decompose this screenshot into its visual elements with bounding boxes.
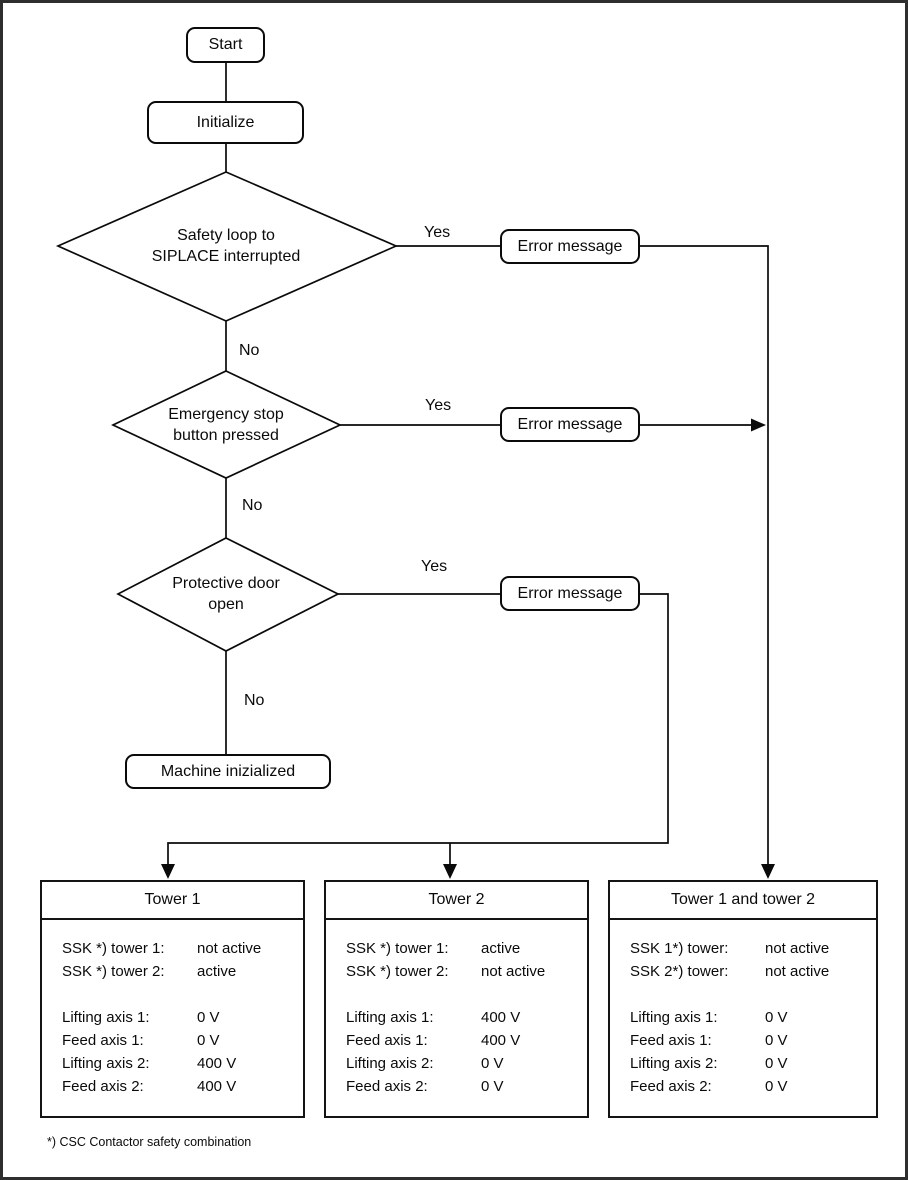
arrowhead-tower3-icon [761, 864, 775, 879]
error-message-node-2: Error message [500, 407, 640, 442]
row-label: SSK *) tower 2: [346, 963, 449, 980]
decision-diamonds [55, 171, 399, 652]
error3-distributor-connector [167, 593, 669, 864]
axis-row: Feed axis 1: 0 V [62, 1029, 295, 1052]
row-value: 400 V [481, 1009, 521, 1026]
axis-row: Lifting axis 1: 0 V [62, 1006, 295, 1029]
row-value: 400 V [197, 1078, 237, 1095]
row-label: Feed axis 2: [630, 1078, 712, 1095]
row-value: not active [197, 940, 262, 957]
decision3-diamond [116, 537, 340, 652]
error-message-node-3: Error message [500, 576, 640, 611]
row-value: not active [765, 940, 830, 957]
arrowheads [161, 418, 775, 879]
row-label: Lifting axis 1: [630, 1009, 718, 1026]
tower3-ssk-group: SSK 1*) tower: not active SSK 2*) tower:… [630, 937, 868, 983]
row-label: Feed axis 1: [346, 1032, 428, 1049]
row-value: 0 V [481, 1078, 504, 1095]
tower1-ssk-group: SSK *) tower 1: not active SSK *) tower … [62, 937, 295, 983]
tower3-axis-group: Lifting axis 1: 0 V Feed axis 1: 0 V Lif… [630, 1006, 868, 1098]
tower2-ssk-group: SSK *) tower 1: active SSK *) tower 2: n… [346, 937, 579, 983]
axis-row: Lifting axis 2: 400 V [62, 1052, 295, 1075]
row-value: active [481, 940, 521, 957]
no-label-1: No [239, 342, 260, 359]
row-value: active [197, 963, 237, 980]
no-label-2: No [242, 497, 263, 514]
flowchart-connectors [55, 63, 775, 879]
tower1-and-tower2-body: SSK 1*) tower: not active SSK 2*) tower:… [610, 920, 876, 1098]
row-value: 0 V [197, 1009, 220, 1026]
row-label: Lifting axis 1: [62, 1009, 150, 1026]
no-label-3: No [244, 692, 265, 709]
decision3-label: Protective door open [172, 575, 280, 613]
yes-label-3: Yes [421, 558, 448, 575]
row-label: SSK *) tower 2: [62, 963, 165, 980]
yes-label-1: Yes [424, 224, 451, 241]
footnote: *) CSC Contactor safety combination [47, 1135, 252, 1149]
initialize-node: Initialize [147, 101, 304, 144]
row-value: not active [765, 963, 830, 980]
axis-row: Feed axis 2: 0 V [630, 1075, 868, 1098]
axis-row: Feed axis 2: 0 V [346, 1075, 579, 1098]
row-value: 0 V [765, 1055, 788, 1072]
row-value: 0 V [765, 1032, 788, 1049]
ssk-row: SSK 1*) tower: not active [630, 937, 868, 960]
row-label: Feed axis 2: [346, 1078, 428, 1095]
row-label: SSK 1*) tower: [630, 940, 729, 957]
row-label: SSK 2*) tower: [630, 963, 729, 980]
error-message-node-1: Error message [500, 229, 640, 264]
error1-rail-connector [640, 245, 769, 864]
tower2-title: Tower 2 [326, 882, 587, 920]
row-value: 0 V [765, 1009, 788, 1026]
row-value: 0 V [481, 1055, 504, 1072]
decision1-diamond [55, 171, 399, 322]
row-value: 0 V [765, 1078, 788, 1095]
connector-lines [167, 63, 769, 864]
decision2-diamond [111, 370, 343, 479]
tower2-body: SSK *) tower 1: active SSK *) tower 2: n… [326, 920, 587, 1098]
row-label: SSK *) tower 1: [62, 940, 165, 957]
arrowhead-into-rail-icon [751, 418, 766, 432]
axis-row: Feed axis 1: 400 V [346, 1029, 579, 1052]
decision2-label: Emergency stop button pressed [168, 406, 284, 444]
ssk-row: SSK *) tower 1: active [346, 937, 579, 960]
yes-label-2: Yes [425, 397, 452, 414]
row-value: 400 V [481, 1032, 521, 1049]
arrowhead-tower1-icon [161, 864, 175, 879]
axis-row: Feed axis 1: 0 V [630, 1029, 868, 1052]
row-label: Lifting axis 2: [62, 1055, 150, 1072]
tower1-and-tower2-panel: Tower 1 and tower 2 SSK 1*) tower: not a… [608, 880, 878, 1118]
axis-row: Lifting axis 2: 0 V [630, 1052, 868, 1075]
ssk-row: SSK *) tower 1: not active [62, 937, 295, 960]
row-value: 400 V [197, 1055, 237, 1072]
row-value: not active [481, 963, 546, 980]
tower2-panel: Tower 2 SSK *) tower 1: active SSK *) to… [324, 880, 589, 1118]
arrowhead-tower2-icon [443, 864, 457, 879]
row-value: 0 V [197, 1032, 220, 1049]
axis-row: Lifting axis 2: 0 V [346, 1052, 579, 1075]
tower1-and-tower2-title: Tower 1 and tower 2 [610, 882, 876, 920]
start-node: Start [186, 27, 265, 63]
row-label: Feed axis 1: [62, 1032, 144, 1049]
tower1-axis-group: Lifting axis 1: 0 V Feed axis 1: 0 V Lif… [62, 1006, 295, 1098]
row-label: Feed axis 2: [62, 1078, 144, 1095]
ssk-row: SSK *) tower 2: not active [346, 960, 579, 983]
axis-row: Lifting axis 1: 400 V [346, 1006, 579, 1029]
machine-initialized-node: Machine inizialized [125, 754, 331, 789]
decision1-label: Safety loop to SIPLACE interrupted [151, 227, 301, 265]
ssk-row: SSK 2*) tower: not active [630, 960, 868, 983]
tower1-panel: Tower 1 SSK *) tower 1: not active SSK *… [40, 880, 305, 1118]
row-label: SSK *) tower 1: [346, 940, 449, 957]
ssk-row: SSK *) tower 2: active [62, 960, 295, 983]
row-label: Lifting axis 2: [346, 1055, 434, 1072]
tower1-title: Tower 1 [42, 882, 303, 920]
axis-row: Lifting axis 1: 0 V [630, 1006, 868, 1029]
row-label: Feed axis 1: [630, 1032, 712, 1049]
tower1-body: SSK *) tower 1: not active SSK *) tower … [42, 920, 303, 1098]
row-label: Lifting axis 2: [630, 1055, 718, 1072]
axis-row: Feed axis 2: 400 V [62, 1075, 295, 1098]
row-label: Lifting axis 1: [346, 1009, 434, 1026]
tower2-axis-group: Lifting axis 1: 400 V Feed axis 1: 400 V… [346, 1006, 579, 1098]
